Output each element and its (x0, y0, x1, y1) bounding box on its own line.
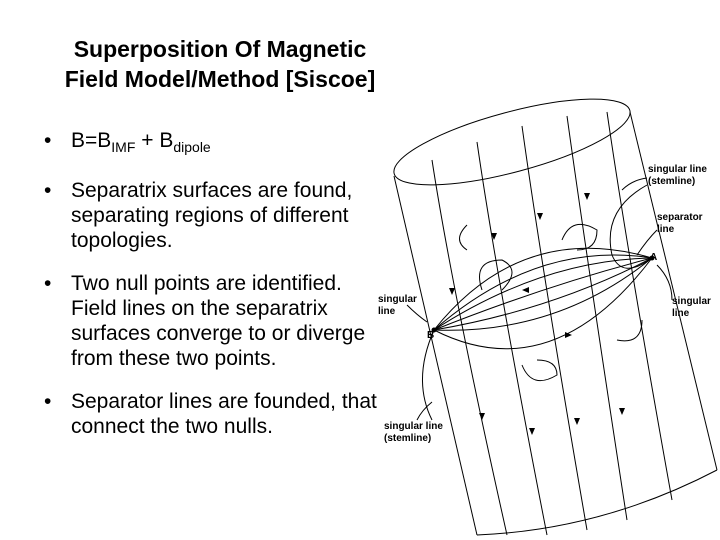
stemline-bottom (422, 329, 435, 421)
null-line (433, 257, 653, 331)
separatrix-lower (433, 257, 653, 350)
label-singular-left-1: singular (378, 294, 417, 305)
arrowhead (522, 287, 529, 293)
dipole-loop (459, 224, 468, 251)
arrowhead (565, 332, 572, 338)
magnetic-field-diagram: singular line (stemline) separator line … (378, 98, 718, 536)
stemline-top (609, 184, 653, 269)
bullet-formula: B=BIMF + Bdipole (40, 128, 380, 160)
bullet-null-points: Two null points are identified. Field li… (40, 271, 380, 371)
arrowhead (491, 233, 497, 240)
slide-title: Superposition Of Magnetic Field Model/Me… (20, 34, 420, 94)
bullet-list: B=BIMF + Bdipole Separatrix surfaces are… (40, 128, 380, 457)
null-line (433, 257, 653, 331)
arrowhead (584, 193, 590, 200)
imf-line (521, 125, 588, 531)
dipole-loop (479, 259, 513, 291)
pointer-top (621, 177, 648, 191)
dipole-loop (521, 359, 558, 382)
cylinder-top-ellipse (393, 98, 631, 186)
label-singular-bottom-1: singular line (384, 421, 443, 432)
label-singular-bottom-2: (stemline) (384, 433, 431, 444)
label-singular-right-1: singular (672, 296, 711, 307)
label-separator-1: separator (657, 212, 703, 223)
cylinder-bottom-arc (476, 469, 718, 536)
null-line (433, 257, 653, 331)
arrowhead (537, 213, 543, 220)
arrowhead (574, 418, 580, 425)
cylinder-left-edge (393, 175, 478, 536)
label-null-a: A (650, 252, 657, 263)
pointer-left (406, 304, 428, 323)
label-singular-top-1: singular line (648, 164, 707, 175)
title-line-2: Field Model/Method [Siscoe] (64, 66, 376, 92)
arrowhead (529, 428, 535, 435)
cylinder-right-edge (629, 111, 718, 471)
imf-line (606, 111, 673, 501)
bullet-separator-lines: Separator lines are founded, that connec… (40, 389, 380, 439)
pointer-right (656, 264, 673, 301)
bullet-separatrix: Separatrix surfaces are found, separatin… (40, 178, 380, 253)
pointer-separator (636, 229, 658, 256)
label-singular-top-2: (stemline) (648, 176, 695, 187)
pointer-bottom (416, 401, 433, 421)
arrowhead (449, 288, 455, 295)
separatrix-upper (433, 247, 653, 331)
imf-line (476, 141, 548, 536)
null-point-b (431, 327, 437, 333)
dipole-loop (616, 319, 643, 342)
null-line (433, 257, 653, 331)
label-singular-right-2: line (672, 308, 690, 319)
arrowhead (479, 413, 485, 420)
label-null-b: B (427, 330, 434, 341)
imf-line (431, 159, 508, 536)
arrowhead (619, 408, 625, 415)
null-line (433, 254, 653, 331)
title-line-1: Superposition Of Magnetic (73, 36, 367, 62)
label-singular-left-2: line (378, 306, 396, 317)
null-point-a (649, 255, 655, 261)
dipole-loop (561, 223, 598, 251)
imf-line (566, 115, 628, 521)
label-separator-2: line (657, 224, 675, 235)
